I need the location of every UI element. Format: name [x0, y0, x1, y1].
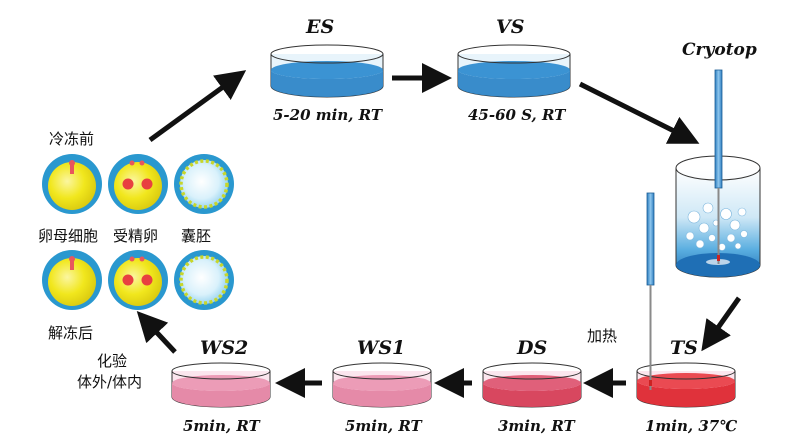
es-dish	[270, 44, 384, 98]
zygote-icon	[108, 250, 168, 310]
oocyte-icon	[42, 154, 102, 214]
es-title: ES	[306, 16, 335, 38]
oocyte-icon	[42, 250, 102, 310]
heating-straw	[646, 192, 655, 390]
ds-title: DS	[517, 337, 548, 359]
before-freezing-label: 冷冻前	[49, 130, 95, 148]
zygote-label: 受精卵	[113, 227, 159, 245]
vs-condition: 45-60 S, RT	[468, 106, 566, 124]
vs-title: VS	[496, 16, 525, 38]
blastocyst-icon	[174, 250, 234, 310]
blastocyst-label: 囊胚	[181, 227, 212, 245]
ts-condition: 1min, 37℃	[645, 417, 738, 435]
flow-arrows	[136, 63, 742, 398]
ws2-title: WS2	[200, 337, 249, 359]
ws2-condition: 5min, RT	[183, 417, 260, 435]
cryotop-straw	[714, 69, 723, 264]
ws1-title: WS1	[357, 337, 406, 359]
ts-dish	[636, 362, 736, 408]
ds-dish	[482, 362, 582, 408]
ws1-condition: 5min, RT	[345, 417, 422, 435]
cryotop-label: Cryotop	[682, 40, 757, 60]
heat-label: 加热	[587, 327, 618, 345]
ds-condition: 3min, RT	[498, 417, 575, 435]
arrow-embryos-to-es	[148, 70, 247, 143]
zygote-icon	[108, 154, 168, 214]
vs-dish	[457, 44, 571, 98]
after-thaw-label: 解冻后	[48, 324, 94, 342]
arrow-tank-to-ts	[701, 296, 742, 352]
embryos-before	[42, 154, 234, 214]
ws2-dish	[171, 362, 271, 408]
oocyte-label: 卵母细胞	[38, 227, 99, 245]
arrow-vs-to-tank	[578, 81, 700, 144]
blastocyst-icon	[174, 154, 234, 214]
arrow-ws2-to-assay	[136, 311, 177, 354]
ts-title: TS	[670, 337, 698, 359]
ws1-dish	[332, 362, 432, 408]
nitrogen-bubbles	[685, 202, 748, 251]
assay-label: 化验	[97, 352, 128, 370]
es-condition: 5-20 min, RT	[273, 106, 383, 124]
embryos-after	[42, 250, 234, 310]
in-vitro-in-vivo-label: 体外/体内	[77, 373, 143, 391]
